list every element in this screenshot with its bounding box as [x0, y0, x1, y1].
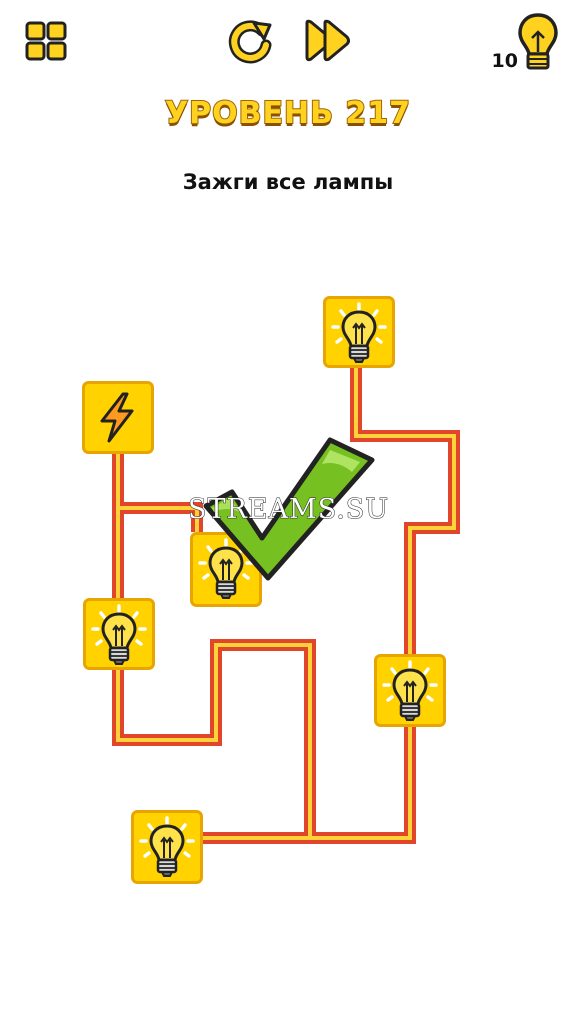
bulb-tile-left[interactable] [83, 598, 155, 670]
bulb-tile-bottom[interactable] [131, 810, 203, 884]
hints-count: 10 [491, 50, 518, 72]
watermark-text: STREAMS.SU [188, 494, 390, 526]
menu-grid-icon[interactable] [24, 20, 68, 62]
power-source-tile [82, 381, 154, 454]
lightning-icon [100, 392, 134, 443]
checkmark-icon [203, 437, 375, 581]
skip-icon[interactable] [303, 19, 353, 63]
bulb-tile-top[interactable] [323, 296, 395, 368]
bulb-icon[interactable] [517, 12, 559, 74]
level-title: УРОВЕНЬ 217 [164, 95, 412, 132]
wire-network [112, 368, 460, 844]
instruction-text: Зажги все лампы [182, 170, 394, 194]
bulb-tile-right[interactable] [374, 654, 446, 727]
restart-icon[interactable] [226, 19, 274, 65]
